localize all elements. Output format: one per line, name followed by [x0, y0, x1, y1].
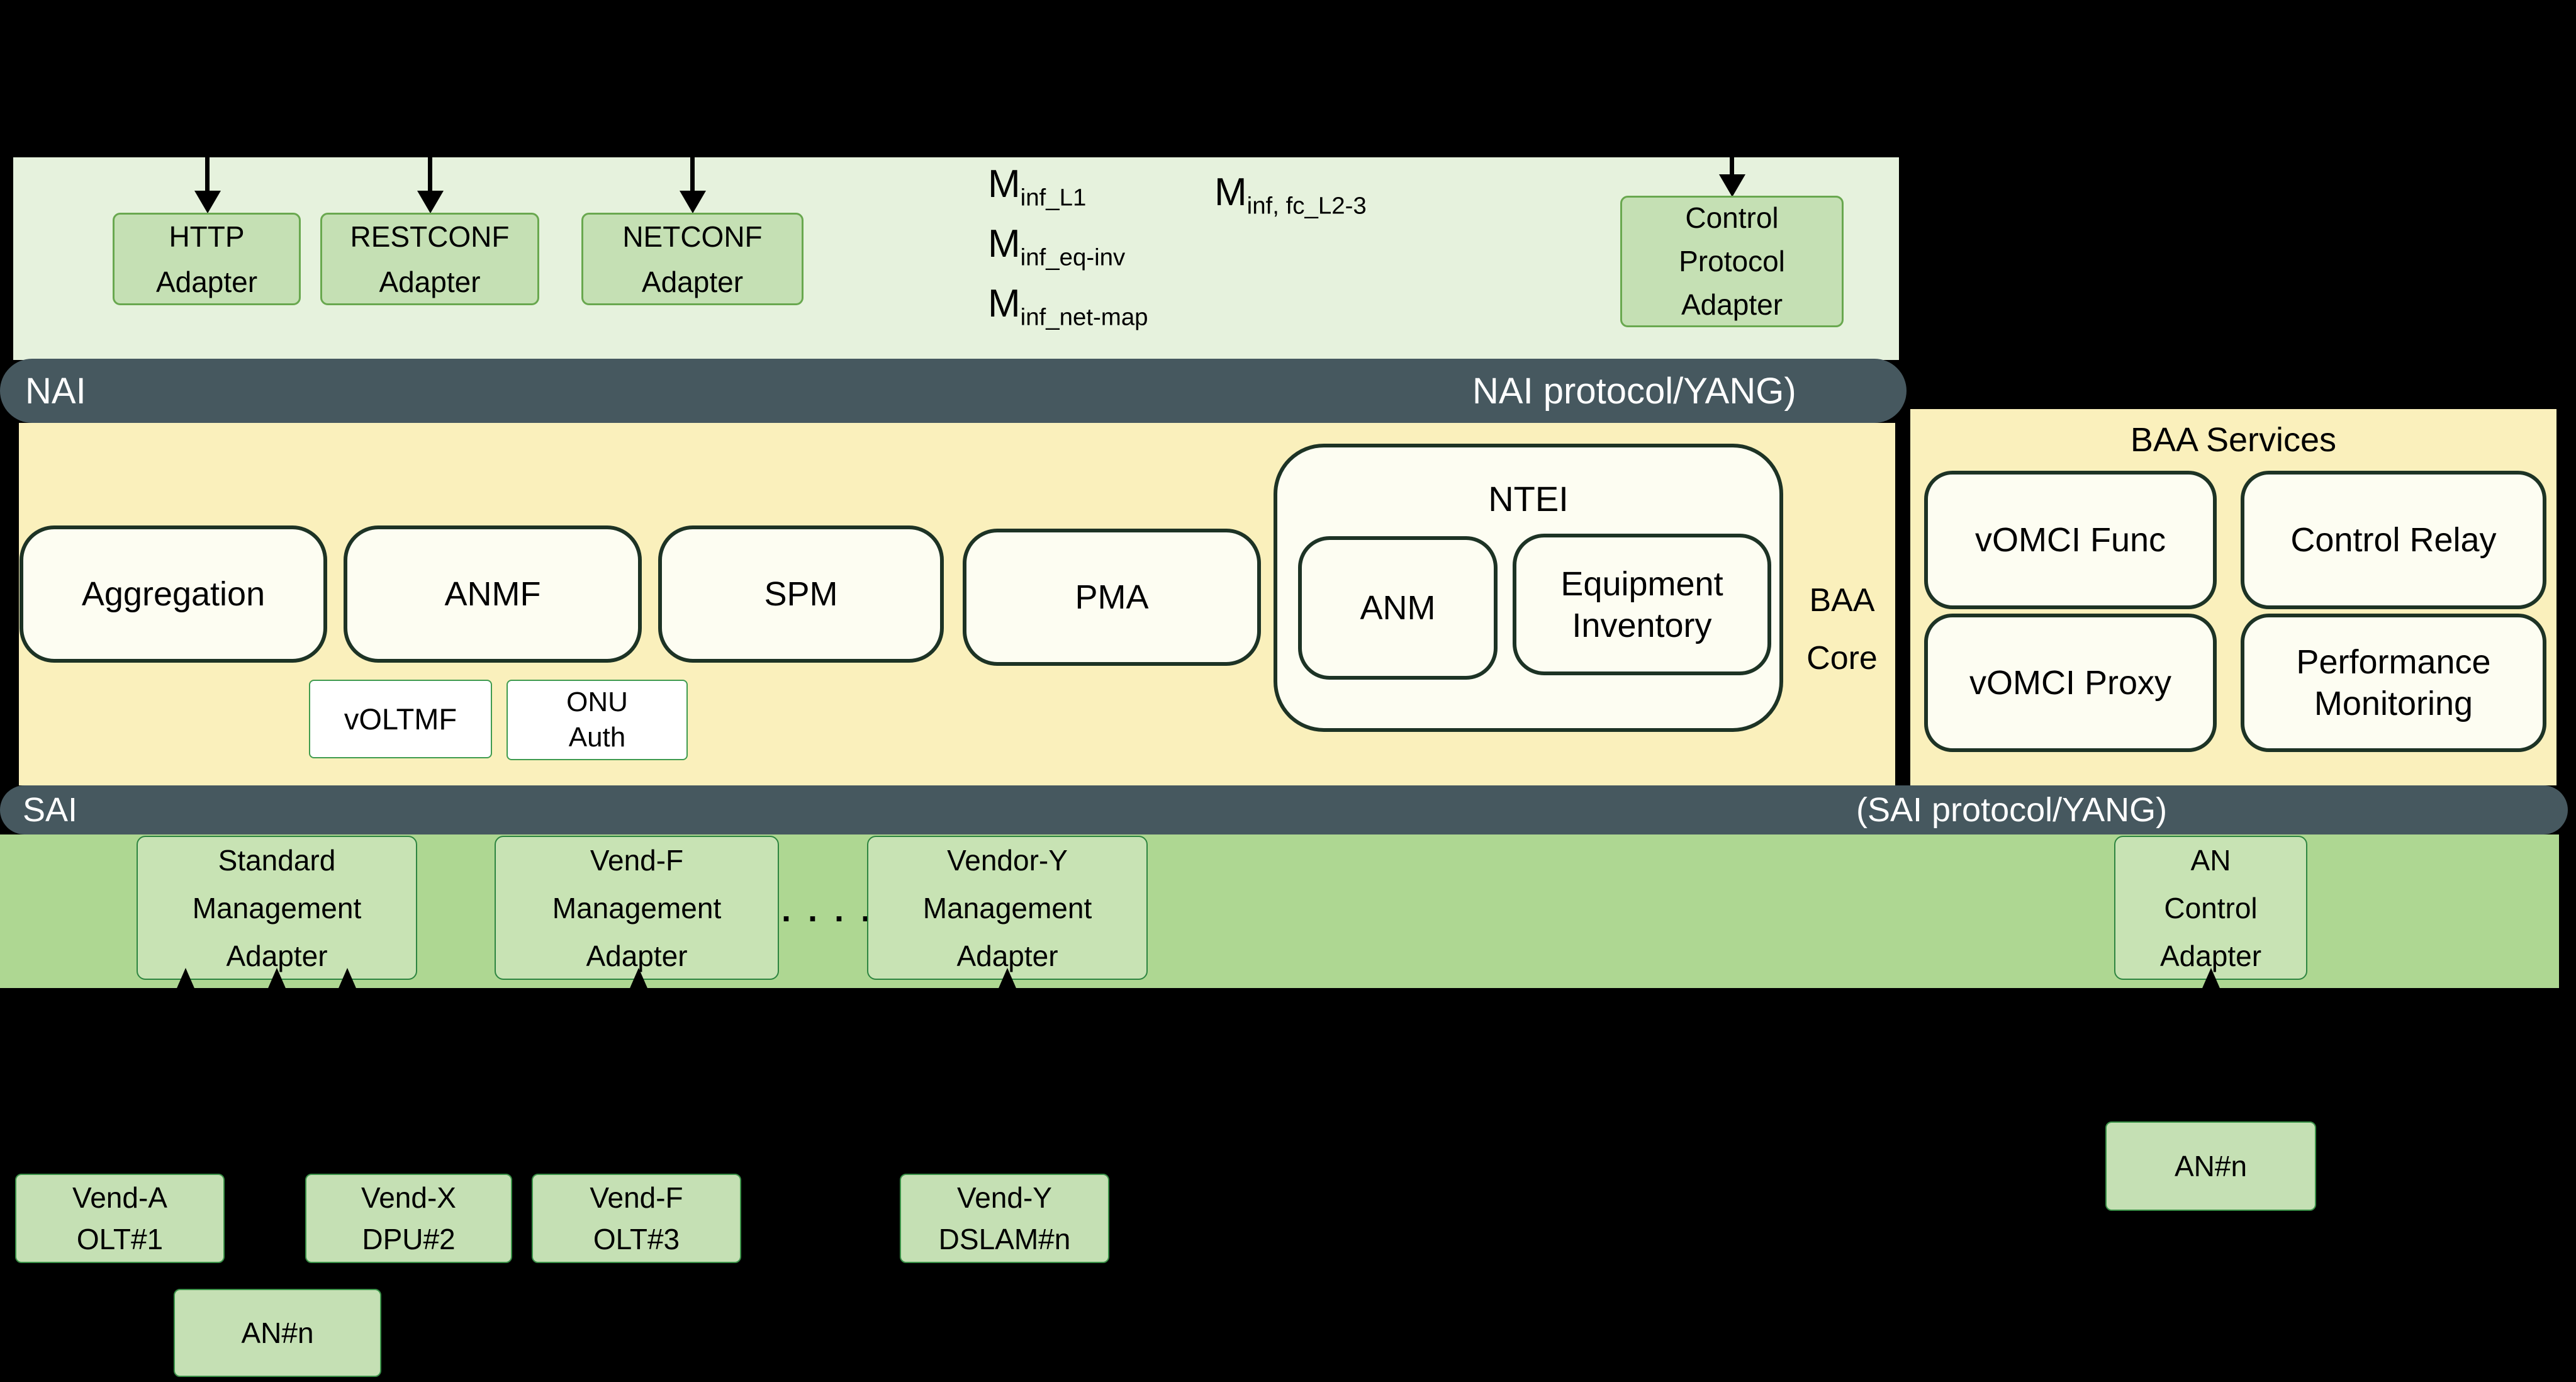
arrow-control-head-icon: [1719, 174, 1745, 197]
arrow-restconf-head-icon: [417, 191, 444, 213]
pma-module: PMA: [963, 529, 1261, 666]
arrow-up-standard-2-icon: [264, 968, 289, 997]
m-label-inf-eq-inv: Minf_eq-inv: [988, 222, 1126, 271]
baa-services-title: BAA Services: [2130, 421, 2337, 459]
device-vend-f-olt3: Vend-F OLT#3: [532, 1174, 741, 1263]
sai-bar: [0, 785, 2568, 834]
vomci-func-module: vOMCI Func: [1924, 471, 2217, 609]
arrow-up-standard-3-icon: [335, 968, 360, 997]
nai-bar-protocol-label: NAI protocol/YANG): [1472, 370, 1796, 412]
device-vend-a-olt1: Vend-A OLT#1: [15, 1174, 225, 1263]
restconf-adapter-box: RESTCONF Adapter: [320, 213, 539, 305]
arrow-netconf-stem: [690, 157, 695, 193]
nai-bar-label: NAI: [25, 370, 86, 412]
device-an-n-left: AN#n: [174, 1289, 381, 1377]
m-label-inf-l1: Minf_L1: [988, 162, 1087, 211]
arrow-http-stem: [205, 157, 210, 193]
sai-bar-label: SAI: [23, 791, 78, 829]
vendor-y-management-adapter-box: Vendor-Y Management Adapter: [867, 836, 1148, 980]
vomci-proxy-module: vOMCI Proxy: [1924, 614, 2217, 752]
anm-module: ANM: [1298, 536, 1498, 680]
vend-f-management-adapter-box: Vend-F Management Adapter: [495, 836, 779, 980]
ntei-title: NTEI: [1488, 479, 1569, 519]
arrow-up-an-control-icon: [2198, 968, 2224, 997]
arrow-netconf-head-icon: [680, 191, 706, 213]
m-label-inf-net-map: Minf_net-map: [988, 282, 1148, 331]
netconf-adapter-box: NETCONF Adapter: [581, 213, 804, 305]
sai-bar-protocol-label: (SAI protocol/YANG): [1856, 791, 2168, 829]
anmf-module: ANMF: [344, 525, 642, 663]
control-protocol-adapter-box: Control Protocol Adapter: [1620, 196, 1844, 327]
standard-management-adapter-box: Standard Management Adapter: [137, 836, 417, 980]
voltmf-module: vOLTMF: [309, 680, 492, 758]
device-vend-x-dpu2: Vend-X DPU#2: [305, 1174, 512, 1263]
arrow-http-head-icon: [194, 191, 221, 213]
m-label-inf-fc-l2-3: Minf, fc_L2-3: [1214, 171, 1367, 220]
spm-module: SPM: [658, 525, 944, 663]
arrow-control-stem: [1730, 157, 1734, 176]
http-adapter-box: HTTP Adapter: [113, 213, 301, 305]
equipment-inventory-module: Equipment Inventory: [1513, 534, 1771, 675]
device-vend-y-dslam-n: Vend-Y DSLAM#n: [900, 1174, 1109, 1263]
onu-auth-module: ONU Auth: [507, 680, 688, 760]
performance-monitoring-module: Performance Monitoring: [2241, 614, 2546, 752]
adapter-ellipsis: . . . .: [781, 891, 875, 929]
arrow-restconf-stem: [428, 157, 432, 193]
aggregation-module: Aggregation: [20, 525, 327, 663]
control-relay-module: Control Relay: [2241, 471, 2546, 609]
device-an-n-right: AN#n: [2105, 1121, 2316, 1211]
nai-bar: [0, 359, 1907, 423]
baa-core-label: BAA Core: [1806, 582, 1878, 677]
arrow-up-standard-1-icon: [173, 968, 198, 997]
arrow-up-vend-f-icon: [626, 968, 651, 997]
arrow-up-vendor-y-icon: [995, 968, 1020, 997]
an-control-adapter-box: AN Control Adapter: [2114, 836, 2307, 980]
